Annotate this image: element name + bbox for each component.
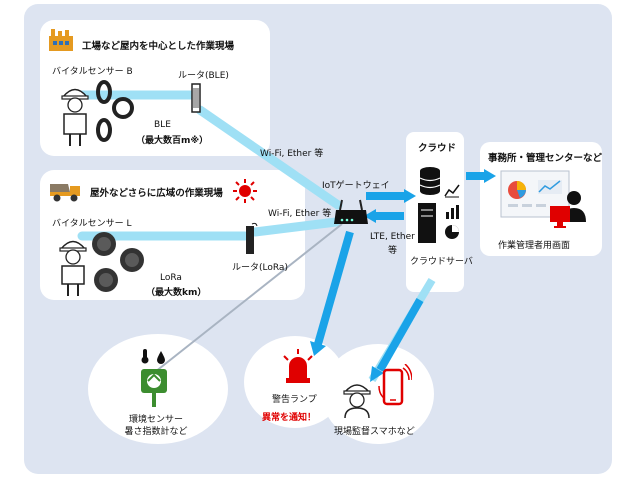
bar-chart-icon <box>446 205 459 219</box>
env-sensor-sublabel: 暑さ指数計など <box>124 427 188 437</box>
lora-range-label: （最大数km） <box>146 288 207 298</box>
worker-icon <box>59 240 87 296</box>
smartwatch-sensor-icon <box>120 248 144 272</box>
factory-icon <box>49 29 73 51</box>
ble-link-label: BLE <box>154 120 171 130</box>
wifi-ether-mid-label: Wi-Fi, Ether 等 <box>268 209 332 219</box>
env-sensor-link <box>154 223 343 373</box>
database-icon <box>419 167 441 195</box>
lora-link-label: LoRa <box>160 273 182 283</box>
cloud-title: クラウド <box>418 143 457 154</box>
pie-chart-icon <box>445 225 459 239</box>
gateway-label: IoTゲートウェイ <box>322 181 390 191</box>
wristband-sensor-icon <box>112 97 134 119</box>
cloud-server-label: クラウドサーバ <box>410 257 473 267</box>
router-lora-to-gateway-link <box>250 217 341 237</box>
server-icon <box>418 203 436 243</box>
cloud-to-phone-arrow <box>376 298 424 372</box>
dashboard-screen-icon <box>500 170 570 218</box>
outdoor-site-title: 屋外などさらに広域の作業現場 <box>90 188 223 199</box>
ble-range-label: （最大数百m※） <box>136 136 209 146</box>
smartphone-icon <box>378 364 412 406</box>
worker-icon <box>61 88 89 146</box>
water-drop-icon <box>157 351 165 364</box>
smartwatch-sensor-icon <box>94 268 118 292</box>
alert-notice-label: 異常を通知！ <box>262 413 317 423</box>
lte-ether-suffix-label: 等 <box>388 246 398 256</box>
warning-lamp-label: 警告ランプ <box>272 395 317 405</box>
environment-sensor-icon <box>141 369 167 407</box>
indoor-site-title: 工場など屋内を中心とした作業現場 <box>82 41 235 52</box>
vital-sensor-b-label: バイタルセンサー B <box>52 67 133 77</box>
thermometer-icon <box>141 349 149 364</box>
wristband-sensor-icon <box>96 118 112 142</box>
vital-sensor-l-label: バイタルセンサー L <box>52 219 132 229</box>
phone-bubble <box>322 344 434 444</box>
router-icon <box>246 222 258 254</box>
env-sensor-label: 環境センサー <box>128 415 183 425</box>
gateway-icon <box>334 199 368 224</box>
router-ble-label: ルータ(BLE) <box>178 71 229 81</box>
gateway-to-lamp-arrow <box>314 230 354 346</box>
lte-ether-label: LTE, Ether <box>370 232 415 242</box>
sun-icon <box>233 179 257 203</box>
smartwatch-sensor-icon <box>92 232 116 256</box>
router-lora-label: ルータ(LoRa) <box>232 263 288 273</box>
wifi-ether-top-label: Wi-Fi, Ether 等 <box>260 149 324 159</box>
dump-truck-icon <box>50 184 80 202</box>
router-icon <box>191 83 201 113</box>
wristband-sensor-icon <box>96 80 112 104</box>
manager-at-desk-icon <box>550 191 586 228</box>
line-chart-icon <box>444 184 460 198</box>
router-ble-to-gateway-link <box>195 105 343 210</box>
supervisor-icon <box>343 384 371 418</box>
manager-screen-label: 作業管理者用画面 <box>498 241 571 251</box>
warning-lamp-icon <box>283 349 313 383</box>
office-title: 事務所・管理センターなど <box>488 153 603 164</box>
supervisor-phone-label: 現場監督スマホなど <box>334 427 415 437</box>
